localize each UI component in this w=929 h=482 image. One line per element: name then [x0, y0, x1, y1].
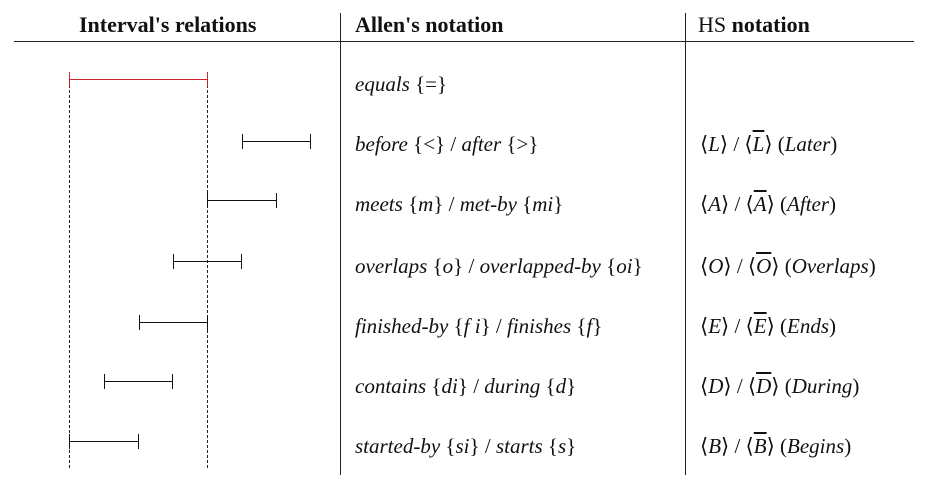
allen-overlaps: overlaps {o} / overlapped-by {oi} [355, 254, 643, 278]
header-allen-notation: Allen's notation [355, 12, 504, 37]
interval-finished-by [139, 315, 208, 330]
interval-reference [69, 72, 208, 87]
allen-contains: contains {di} / during {d} [355, 374, 577, 398]
allen-before-after: before {<} / after {>} [355, 132, 539, 156]
header-interval-relations: Interval's relations [79, 12, 257, 37]
allen-equals: equals {=} [355, 72, 448, 96]
reference-end-guide [207, 75, 208, 468]
header-hs-bold: notation [731, 12, 810, 37]
reference-start-guide [69, 75, 70, 468]
interval-contains [104, 374, 173, 389]
hs-during: ⟨D⟩ / ⟨D⟩ (During) [700, 374, 860, 398]
column-separator-2 [685, 13, 686, 475]
hs-ends: ⟨E⟩ / ⟨E⟩ (Ends) [700, 314, 837, 338]
interval-meets [207, 193, 277, 208]
column-separator-1 [340, 13, 341, 475]
hs-overlaps: ⟨O⟩ / ⟨O⟩ (Overlaps) [700, 254, 876, 278]
hs-begins: ⟨B⟩ / ⟨B⟩ (Begins) [700, 434, 852, 458]
interval-started-by [69, 434, 139, 449]
interval-overlaps [173, 254, 242, 269]
allen-started-by: started-by {si} / starts {s} [355, 434, 577, 458]
allen-meets: meets {m} / met-by {mi} [355, 192, 564, 216]
hs-after: ⟨A⟩ / ⟨A⟩ (After) [700, 192, 837, 216]
interval-before [242, 134, 311, 149]
header-rule [14, 41, 914, 42]
allen-finished-by: finished-by {f i} / finishes {f} [355, 314, 603, 338]
header-hs-prefix: HS [698, 12, 727, 37]
hs-later: ⟨L⟩ / ⟨L⟩ (Later) [700, 132, 838, 156]
header-hs-notation: HS notation [698, 10, 810, 40]
